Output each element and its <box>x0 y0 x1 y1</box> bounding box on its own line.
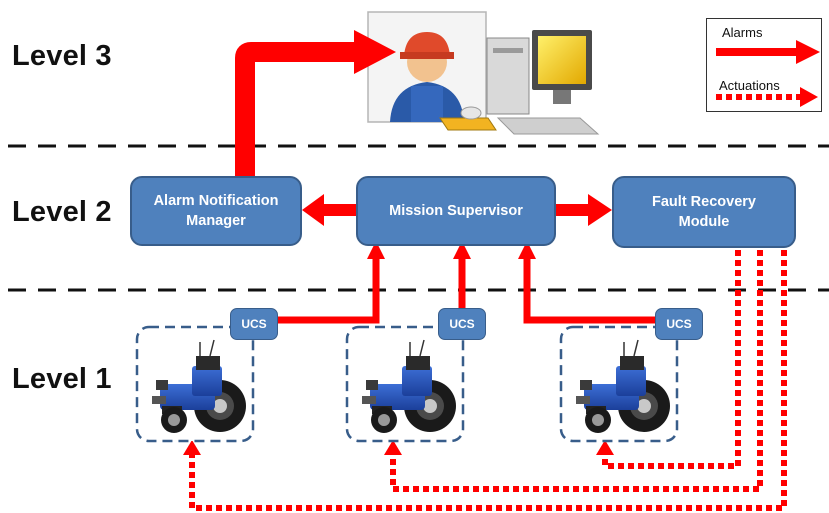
legend-alarm-arrow-head <box>796 40 820 64</box>
level-3-label: Level 3 <box>12 40 112 72</box>
ucs-box-1: UCS <box>230 308 278 340</box>
computer-icon <box>439 30 600 135</box>
alarm-line-ucs-3 <box>523 256 660 324</box>
mission-supervisor-label: Mission Supervisor <box>389 203 523 219</box>
alarm-line-ucs-3-head <box>518 241 536 259</box>
legend-alarms-label: Alarms <box>722 25 763 40</box>
alarm-arrow-to-operator-head <box>354 30 396 74</box>
actuation-line-3 <box>602 250 741 469</box>
ucs-box-3: UCS <box>655 308 703 340</box>
alarm-notification-manager-label: Alarm Notification Manager <box>153 193 279 229</box>
legend-actuations-label: Actuations <box>719 78 780 93</box>
actuation-line-2 <box>390 250 763 492</box>
fault-recovery-module-box: Fault Recovery Module <box>612 176 796 248</box>
fault-recovery-module-label: Fault Recovery Module <box>652 194 756 230</box>
level-2-label: Level 2 <box>12 196 112 228</box>
alarm-line-ucs-1 <box>262 256 380 324</box>
alarm-arrow-to-operator <box>235 42 355 178</box>
alarm-arrow-to-recovery-head <box>588 194 612 226</box>
actuation-line-2-head <box>384 440 402 455</box>
actuation-line-1 <box>189 250 787 511</box>
legend-actuation-arrow-head <box>800 87 818 107</box>
mission-supervisor-box: Mission Supervisor <box>356 176 556 246</box>
ucs-box-2: UCS <box>438 308 486 340</box>
alarm-line-ucs-1-head <box>367 241 385 259</box>
alarm-notification-manager-box: Alarm Notification Manager <box>130 176 302 246</box>
level-1-label: Level 1 <box>12 363 112 395</box>
operator-icon <box>367 11 487 123</box>
actuation-line-1-head <box>183 440 201 455</box>
alarm-arrow-to-manager-head <box>302 194 324 226</box>
alarm-line-ucs-2-head <box>453 241 471 259</box>
legend-box <box>706 18 822 112</box>
actuation-line-3-head <box>596 440 614 455</box>
